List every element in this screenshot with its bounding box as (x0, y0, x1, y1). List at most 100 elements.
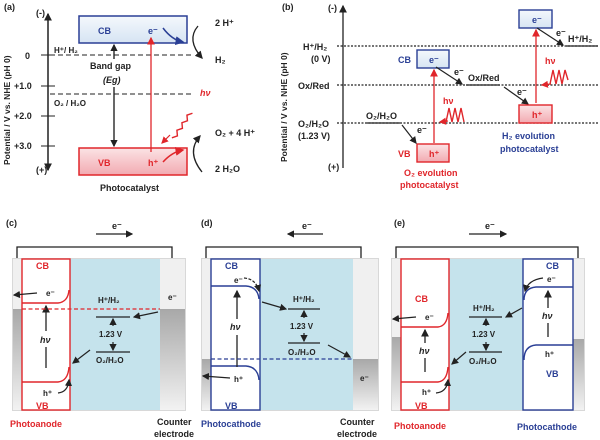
h-couple-label: H⁺/H₂ (293, 295, 315, 304)
counter-electrode-top (353, 259, 378, 359)
vb-label: VB (398, 149, 411, 159)
h2-cat-caption-2: photocatalyst (500, 144, 559, 154)
h2-cat-cb (518, 9, 553, 29)
vb-label: VB (98, 158, 111, 168)
voltage-label: 1.23 V (472, 330, 496, 339)
circuit-electron-label: e⁻ (302, 221, 312, 231)
h-level-value: (0 V) (311, 54, 331, 64)
anode-vb-label: VB (415, 401, 428, 411)
redox-level-label: Ox/Red (298, 81, 330, 91)
vb-band-edge (22, 366, 70, 383)
oxidation-arrow (192, 135, 203, 173)
photon-wave-icon (549, 69, 569, 85)
cathode-hv-label: hν (542, 311, 553, 321)
redox-electron-label: e⁻ (454, 67, 464, 77)
o-to-counter-arrow (327, 344, 352, 358)
h2-cat-electron: e⁻ (532, 15, 542, 25)
o-couple-label: O₂/H₂O (469, 357, 497, 366)
electrolyte (449, 259, 523, 410)
panel-c: (c) e⁻ e⁻ CB VB e⁻ hν h⁺ H⁺/H₂ 1.23 V O₂… (6, 218, 194, 439)
photocathode-caption: Photocathode (517, 422, 577, 432)
r2-in: 2 H₂O (215, 164, 240, 174)
panel-c-label: (c) (6, 218, 17, 228)
photon-arrow (540, 80, 552, 88)
circuit-electron-label: e⁻ (112, 221, 122, 231)
o2-line-label: O₂/H₂O (366, 111, 397, 121)
hole-out-arrow (201, 372, 231, 381)
h-couple-label: H⁺/H₂ (98, 296, 120, 305)
cathode-vb-label: VB (546, 369, 559, 379)
external-circuit (16, 246, 173, 258)
cathode-electron-label: e⁻ (547, 275, 556, 284)
external-circuit (395, 246, 579, 258)
counter-caption-1: Counter (157, 417, 192, 427)
electron-bend-arrow (243, 277, 262, 293)
photon-wave-icon (445, 107, 465, 123)
left-contact-bottom (202, 359, 211, 410)
panel-b-label: (b) (282, 2, 294, 12)
vb-label: VB (225, 401, 238, 411)
hole-transfer-arrow (57, 378, 73, 394)
cathode-to-h-arrow (261, 301, 288, 311)
h-couple-label: H⁺/H₂ (473, 304, 495, 313)
o2-cat-caption-2: photocatalyst (400, 180, 459, 190)
external-circuit (205, 246, 362, 258)
voltage-label: 1.23 V (99, 330, 123, 339)
anode-electron-out-arrow (391, 314, 417, 323)
axis-top-sign: (-) (328, 3, 337, 13)
left-contact-bottom (392, 337, 401, 410)
caption-photocatalyst: Photocatalyst (100, 183, 159, 193)
axis-title: Potential / V vs. NHE (pH 0) (279, 52, 289, 162)
hole-transfer-arrow (162, 146, 185, 163)
axis-top-sign: (-) (36, 8, 45, 18)
cb-label: CB (98, 26, 111, 36)
cb-to-redox-arrow (435, 66, 464, 85)
h2-cat-hole: h⁺ (532, 110, 542, 120)
right-contact-top (573, 259, 584, 339)
h2-cat-vb (518, 104, 553, 124)
electron-label: e⁻ (148, 26, 158, 36)
electrolyte (70, 259, 160, 410)
cb-label: CB (36, 261, 49, 271)
hv-label: hν (230, 322, 241, 332)
h-couple-label: H⁺/ H₂ (54, 46, 78, 55)
photon-arrow (438, 117, 449, 125)
svg-text:+3.0: +3.0 (14, 141, 32, 151)
photoanode-caption: Photoanode (394, 421, 446, 431)
band-gap-bg (88, 59, 143, 87)
counter-caption-1: Counter (340, 417, 375, 427)
r1-in: 2 H⁺ (215, 18, 234, 28)
o2-cat-hv: hν (443, 96, 454, 106)
o2-cat-caption-1: O₂ evolution (404, 168, 458, 178)
redox-line-label: Ox/Red (468, 73, 500, 83)
cathode-vb-edge (523, 344, 573, 361)
axis-bottom-sign: (+) (36, 165, 47, 175)
circuit-electron-label: e⁻ (485, 221, 495, 231)
anode-vb-edge (401, 366, 449, 383)
panel-e: (e) e⁻ CB VB e⁻ hν h⁺ CB VB e⁻ hν h⁺ (391, 218, 585, 432)
o2-cat-electron: e⁻ (429, 55, 439, 65)
vb-label: VB (36, 401, 49, 411)
o-to-anode-arrow (451, 351, 467, 365)
left-contact-bottom (13, 309, 22, 410)
o-to-anode-arrow (72, 349, 91, 364)
h2-cat-hv: hν (545, 56, 556, 66)
counter-caption-2: electrode (154, 429, 194, 439)
electron-out-arrow (12, 290, 38, 299)
panel-d-label: (d) (201, 218, 213, 228)
axis-title: Potential / V vs. NHE (pH 0) (2, 55, 12, 165)
anode-cb-edge (401, 312, 449, 328)
cb-to-h2-arrow (536, 27, 565, 46)
cb-label: CB (398, 55, 411, 65)
anode-hole-arrow (435, 378, 452, 394)
tick-0: 0 (25, 51, 55, 61)
o2-cat-cb (416, 49, 450, 69)
counter-electron-label: e⁻ (360, 374, 369, 383)
conduction-band (78, 15, 188, 44)
hv-label: hν (40, 335, 51, 345)
electron-label: e⁻ (46, 289, 55, 298)
o2-electron-arrow (401, 124, 417, 144)
o2-cat-hole: h⁺ (429, 149, 439, 159)
svg-text:+2.0: +2.0 (14, 111, 32, 121)
